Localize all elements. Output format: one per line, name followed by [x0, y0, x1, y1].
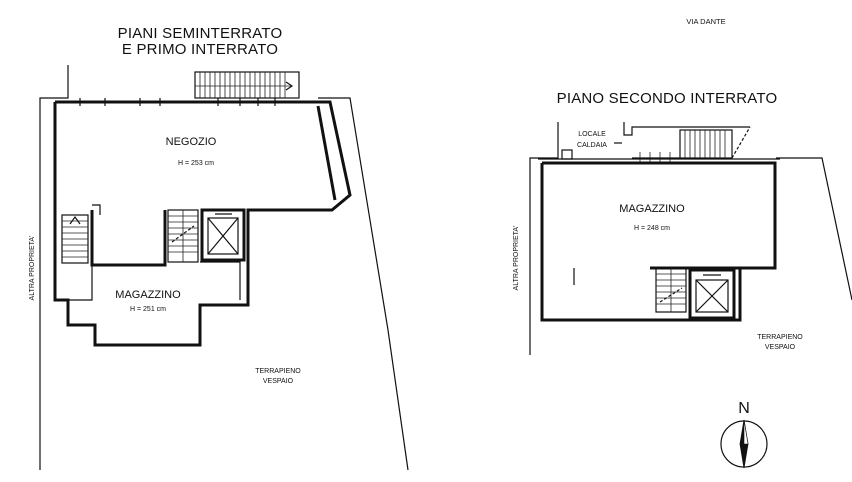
- right-boundary-line: [318, 97, 409, 471]
- right-right-boundary: [776, 157, 852, 301]
- street-label: VIA DANTE: [686, 17, 725, 26]
- left-elevator-cross-b: [207, 217, 239, 255]
- left-top-windows: [79, 98, 276, 106]
- left-outer-wall: [53, 100, 352, 347]
- north-compass: N: [720, 400, 768, 469]
- magazzino-corridor-wall: [200, 261, 241, 300]
- left-elevator-cabin: [207, 217, 239, 255]
- north-letter: N: [738, 400, 750, 417]
- right-elevator-cross-b: [695, 279, 729, 313]
- left-title-line2: E PRIMO INTERRATO: [122, 41, 278, 58]
- left-elevator-shaft: [200, 208, 246, 262]
- left-terrapieno-label: TERRAPIENO: [255, 368, 301, 375]
- divider-pier: [92, 204, 101, 215]
- caldaia-box: [561, 149, 573, 160]
- top-stair-treads: [195, 72, 292, 98]
- right-terrapieno-label: TERRAPIENO: [757, 334, 803, 341]
- locale-label: LOCALE: [578, 131, 606, 138]
- right-top-stair-treads: [684, 130, 726, 158]
- left-boundary-line: [39, 65, 69, 470]
- room-label-magazzino-left: MAGAZZINO: [115, 289, 181, 301]
- left-title-line1: PIANI SEMINTERRATO: [118, 25, 283, 42]
- left-floor-plan: PIANI SEMINTERRATO E PRIMO INTERRATO NEG…: [29, 25, 409, 471]
- right-outer-wall: [540, 161, 777, 322]
- negozio-divider-wall: [90, 210, 167, 267]
- left-stair-treads: [62, 220, 88, 258]
- right-stair-cut: [659, 287, 683, 303]
- right-vespaio-label: VESPAIO: [765, 344, 796, 351]
- room-label-negozio: NEGOZIO: [166, 136, 217, 148]
- caldaia-top-wall: [623, 122, 750, 136]
- center-stair-cut-line: [171, 225, 195, 243]
- center-stair-treads: [168, 210, 198, 262]
- right-stair-treads: [656, 268, 686, 312]
- right-elevator-cabin: [695, 279, 729, 313]
- height-label-magazzino-left: H = 251 cm: [130, 306, 166, 313]
- left-vespaio-label: VESPAIO: [263, 378, 294, 385]
- height-label-magazzino-right: H = 248 cm: [634, 225, 670, 232]
- room-label-magazzino-right: MAGAZZINO: [619, 203, 685, 215]
- caldaia-label: CALDAIA: [577, 142, 607, 149]
- top-stair-arrow: [285, 81, 294, 91]
- magazzino-left-wall: [68, 265, 93, 301]
- compass-needle-highlight: [743, 419, 749, 445]
- top-stair-box: [194, 71, 300, 99]
- negozio-right-inner-wall: [316, 105, 337, 201]
- left-stair-arrow: [69, 215, 81, 225]
- left-side-label: ALTRA PROPRIETA': [29, 236, 36, 301]
- right-elevator-shaft: [688, 268, 736, 320]
- height-label-negozio: H = 253 cm: [178, 160, 214, 167]
- right-top-stair-box: [679, 129, 733, 159]
- right-floor-plan: VIA DANTE PIANO SECONDO INTERRATO: [513, 17, 852, 355]
- right-left-boundary: [529, 122, 559, 355]
- right-top-stair-cut: [731, 126, 751, 159]
- right-side-label: ALTRA PROPRIETA': [513, 226, 520, 291]
- right-title: PIANO SECONDO INTERRATO: [557, 90, 778, 107]
